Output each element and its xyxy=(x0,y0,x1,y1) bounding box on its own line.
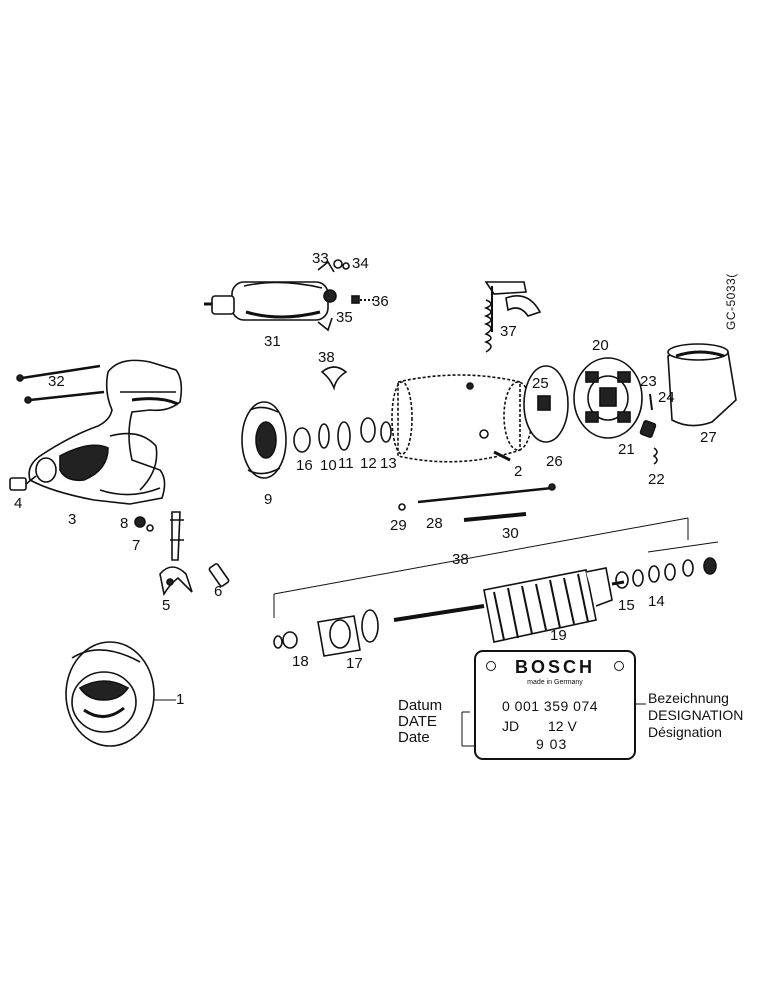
part-armature-19 xyxy=(393,567,625,643)
callout-38-top: 38 xyxy=(318,349,335,366)
voltage: 12 V xyxy=(548,718,577,734)
callout-7: 7 xyxy=(132,537,141,554)
part-through-bolts-32 xyxy=(16,364,105,404)
part-pinion-17 xyxy=(317,609,379,657)
part-end-plate-26 xyxy=(523,365,569,443)
date-label-de: Datum xyxy=(398,697,443,714)
callout-34: 34 xyxy=(352,255,369,272)
callout-13: 13 xyxy=(380,455,397,472)
part-solenoid-switch xyxy=(204,260,337,332)
callout-33: 33 xyxy=(312,250,329,267)
callout-15: 15 xyxy=(618,597,635,614)
part-brush-plate-20 xyxy=(573,357,643,439)
part-drive-cap-1 xyxy=(65,641,155,747)
part-drive-housing-3 xyxy=(28,359,183,505)
callout-10: 10 xyxy=(320,457,337,474)
part-shift-fork-5 xyxy=(159,511,193,597)
part-stop-ring-18 xyxy=(273,631,298,649)
part-spring-22 xyxy=(652,447,658,465)
designation-label-en: DESIGNATION xyxy=(648,707,744,723)
nameplate: BOSCH made in Germany 0 001 359 074 JD 1… xyxy=(474,650,636,760)
callout-19: 19 xyxy=(550,627,567,644)
callout-1: 1 xyxy=(176,691,185,708)
callout-14: 14 xyxy=(648,593,665,610)
code-label: JD xyxy=(502,718,520,734)
callout-18: 18 xyxy=(292,653,309,670)
part-rings-10-16 xyxy=(293,417,392,453)
callout-8: 8 xyxy=(120,515,129,532)
part-field-frame xyxy=(391,374,533,463)
callout-35: 35 xyxy=(336,309,353,326)
date-code: 9 03 xyxy=(536,736,568,752)
brand-name: BOSCH xyxy=(514,657,595,677)
part-nut-35-36 xyxy=(351,295,374,304)
callout-9: 9 xyxy=(264,491,273,508)
origin-text: made in Germany xyxy=(527,679,583,686)
part-bolt-28 xyxy=(417,483,556,504)
callout-36: 36 xyxy=(372,293,389,310)
callout-16: 16 xyxy=(296,457,313,474)
callout-37: 37 xyxy=(500,323,517,340)
callout-22: 22 xyxy=(648,471,665,488)
part-screw-33-34 xyxy=(333,259,350,270)
part-bar-30 xyxy=(463,512,527,522)
callout-25: 25 xyxy=(532,375,549,392)
callout-29: 29 xyxy=(390,517,407,534)
date-label-en: DATE xyxy=(398,713,437,730)
callout-12: 12 xyxy=(360,455,377,472)
part-cover-band-27 xyxy=(667,343,737,427)
callout-38: 38 xyxy=(452,551,469,568)
part-screw-2 xyxy=(493,450,511,462)
callout-5: 5 xyxy=(162,597,171,614)
rivet-icon xyxy=(486,661,496,671)
armature-assembly-bracket xyxy=(273,517,719,618)
reference-code: GC-5033( xyxy=(724,273,738,330)
part-brush-23-24 xyxy=(649,393,653,411)
part-shaft-4 xyxy=(9,475,37,491)
callout-24: 24 xyxy=(658,389,675,406)
part-clip-38 xyxy=(320,366,348,391)
callout-23: 23 xyxy=(640,373,657,390)
designation-label-de: Bezeichnung xyxy=(648,690,729,706)
callout-28: 28 xyxy=(426,515,443,532)
part-nut-7-8 xyxy=(134,516,154,532)
callout-20: 20 xyxy=(592,337,609,354)
date-label-fr: Date xyxy=(398,729,430,746)
part-pivot-pin-6 xyxy=(208,563,230,587)
callout-30: 30 xyxy=(502,525,519,542)
callout-17: 17 xyxy=(346,655,363,672)
callout-6: 6 xyxy=(214,583,223,600)
callout-21: 21 xyxy=(618,441,635,458)
callout-31: 31 xyxy=(264,333,281,350)
callout-26: 26 xyxy=(546,453,563,470)
part-brush-21 xyxy=(639,420,657,438)
callout-32: 32 xyxy=(48,373,65,390)
callout-27: 27 xyxy=(700,429,717,446)
designation-label-fr: Désignation xyxy=(648,724,722,740)
part-bracket-37 xyxy=(483,281,542,353)
part-bearing-plate-9 xyxy=(241,401,287,479)
part-washer-29 xyxy=(398,503,406,511)
callout-2: 2 xyxy=(514,463,523,480)
part-number: 0 001 359 074 xyxy=(502,698,599,714)
callout-11: 11 xyxy=(338,455,354,472)
callout-4: 4 xyxy=(14,495,23,512)
callout-3: 3 xyxy=(68,511,77,528)
part-washers-14-15 xyxy=(615,557,717,589)
rivet-icon xyxy=(614,661,624,671)
